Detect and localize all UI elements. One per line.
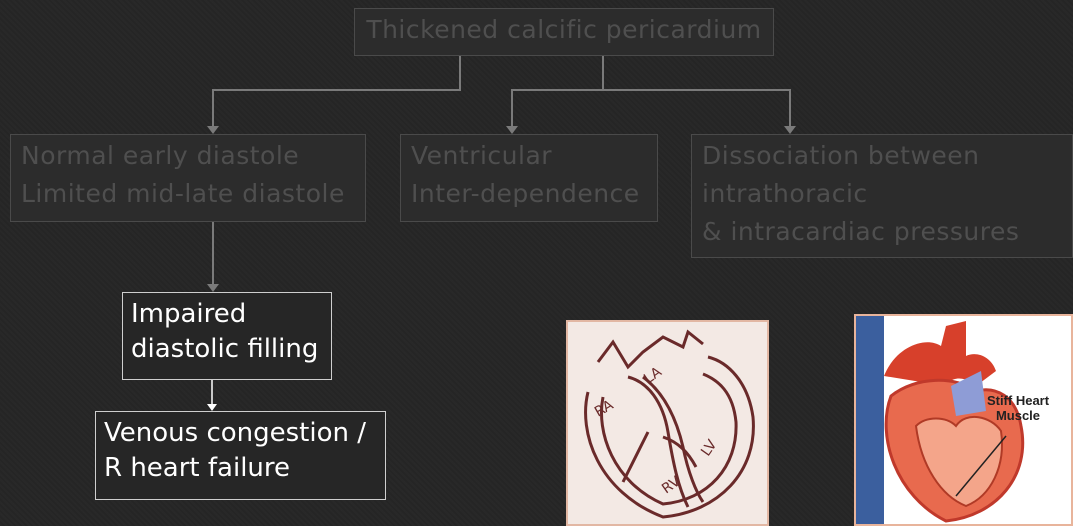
venous-congestion-node: Venous congestion / R heart failure [95,411,386,500]
connector-left [212,56,461,128]
top-node-label: Thickened calcific pericardium [366,15,762,44]
heart-label-lv: LV [698,437,720,459]
impaired-line-2: diastolic filling [131,334,319,364]
effect-node-diastole: Normal early diastole Limited mid-late d… [10,134,366,222]
effect-dissociation-line-1: Dissociation between [702,141,980,170]
heart-label-rv: RV [659,473,684,497]
stiff-heart-label-line-2: Muscle [996,408,1040,423]
stiff-heart-label-line-1: Stiff Heart [987,393,1050,408]
effect-dissociation-line-2: intrathoracic [702,179,868,208]
heart-cross-section-drawing: RA LA LV RV [584,329,755,519]
effect-interdependence-line-2: Inter-dependence [411,179,640,208]
effect-dissociation-line-3: & intracardiac pressures [702,217,1020,246]
effect-node-dissociation: Dissociation between intrathoracic & int… [691,134,1073,258]
impaired-filling-node: Impaired diastolic filling [122,292,332,380]
venous-line-2: R heart failure [104,453,291,483]
impaired-line-1: Impaired [131,299,247,329]
heart-label-ra: RA [592,397,617,420]
heart-cross-section-image: RA LA LV RV [566,320,769,526]
effect-interdependence-line-1: Ventricular [411,141,553,170]
effect-node-interdependence: Ventricular Inter-dependence [400,134,658,222]
venous-line-1: Venous congestion / [104,418,366,448]
connector-right [602,56,791,128]
stiff-heart-illustration: Stiff Heart Muscle [856,316,1050,524]
effect-diastole-line-2: Limited mid-late diastole [21,179,345,208]
stiff-heart-image: Stiff Heart Muscle [854,314,1073,526]
effect-diastole-line-1: Normal early diastole [21,141,300,170]
connector-middle [511,89,603,128]
top-node: Thickened calcific pericardium [354,8,774,56]
